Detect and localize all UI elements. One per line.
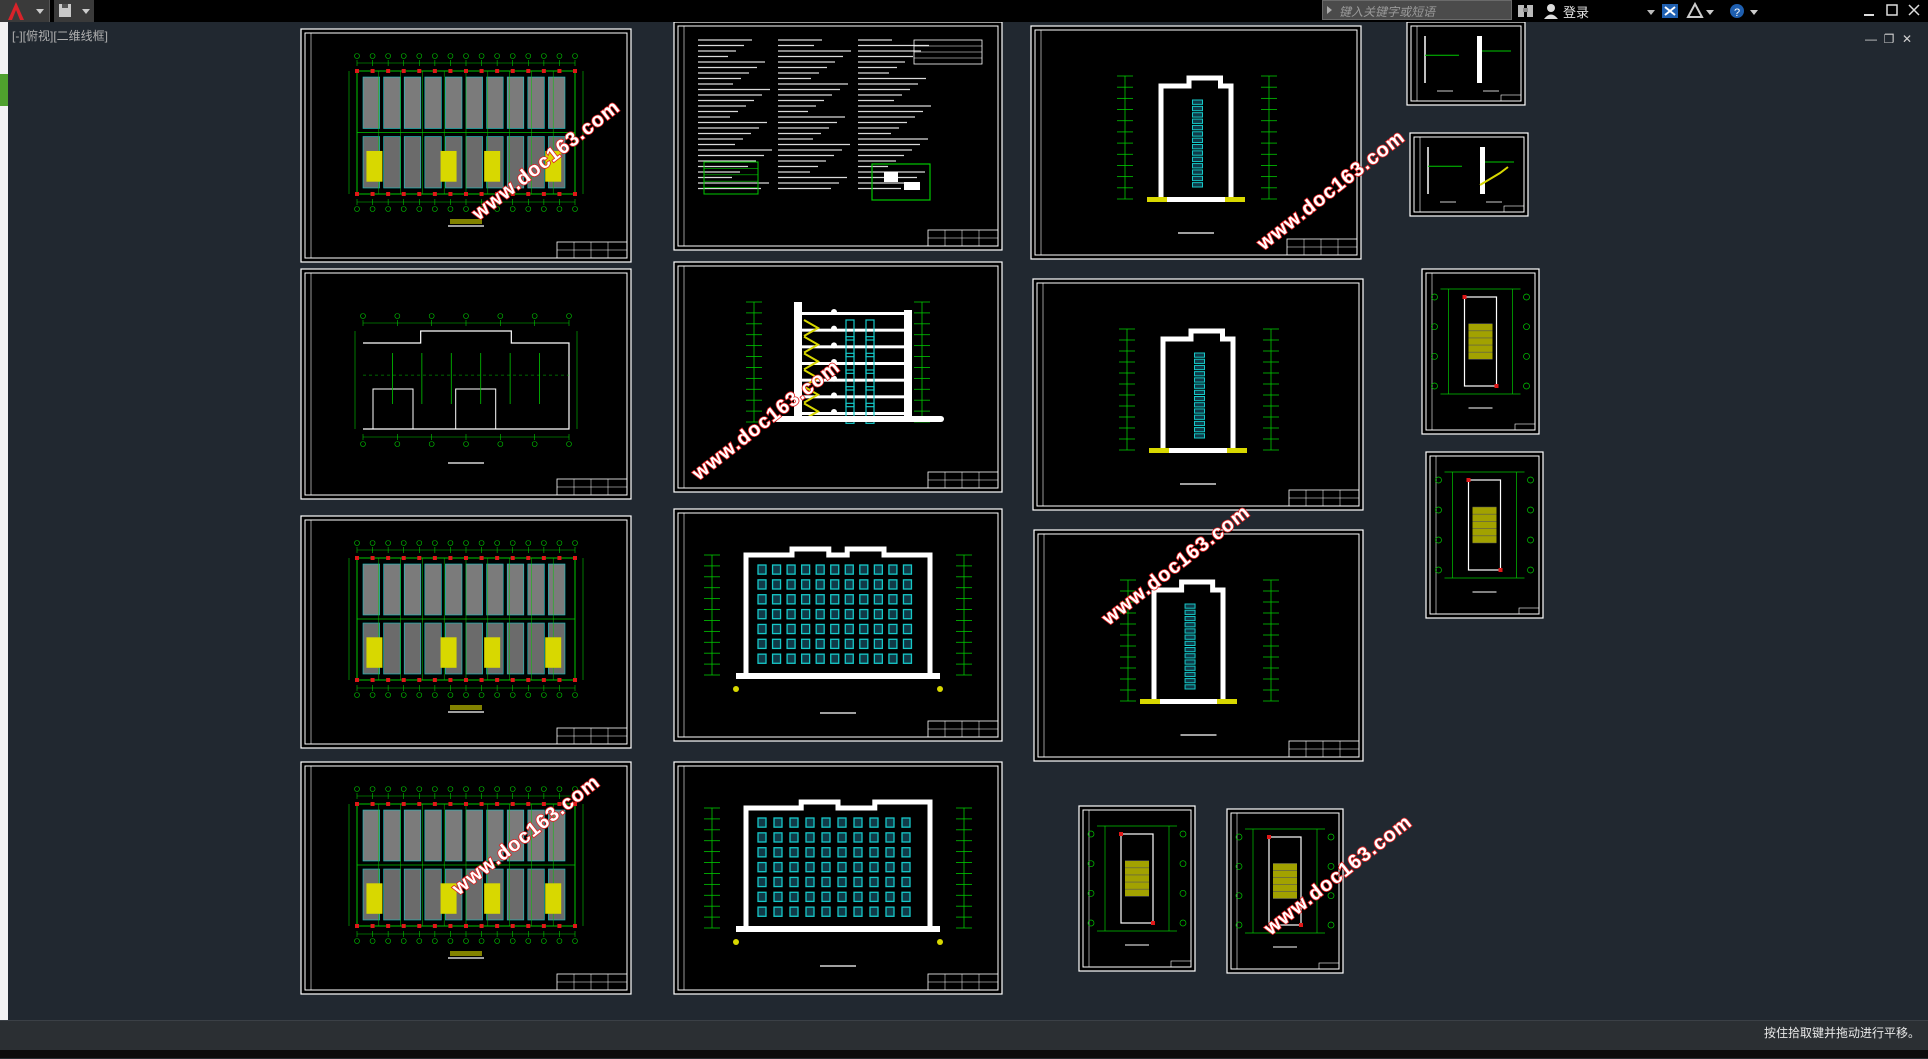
sheet-side-elevation-c[interactable] — [1033, 529, 1364, 762]
application-menu-button[interactable] — [0, 0, 50, 22]
save-icon — [59, 4, 90, 17]
sheet-floor-plan-1[interactable] — [300, 28, 632, 263]
user-icon — [1544, 4, 1558, 19]
app-window-controls — [1864, 4, 1920, 16]
search-placeholder: 键入关键字或短语 — [1339, 5, 1436, 19]
sheet-stair-detail-1[interactable] — [1421, 268, 1540, 435]
sheet-detail-2[interactable] — [1409, 132, 1529, 217]
sheet-detail-1[interactable] — [1406, 21, 1526, 106]
sheet-design-notes[interactable] — [673, 21, 1003, 251]
sheet-stair-detail-3[interactable] — [1078, 805, 1196, 972]
status-message: 按住拾取键并拖动进行平移。 — [1763, 1026, 1920, 1040]
chevron-down-icon[interactable] — [1644, 2, 1658, 20]
ribbon-edge-accent — [0, 74, 8, 106]
quick-access-save-button[interactable] — [54, 0, 94, 22]
sheet-floor-plan-2[interactable] — [300, 515, 632, 749]
app-minimize-button[interactable] — [1864, 14, 1874, 16]
app-maximize-button[interactable] — [1886, 4, 1898, 16]
sheet-stair-detail-2[interactable] — [1425, 451, 1544, 619]
drawing-window-controls: — ❐ ✕ — [1862, 30, 1924, 46]
sheet-rear-elevation[interactable] — [673, 761, 1003, 995]
expand-arrow-icon — [1327, 6, 1332, 14]
restore-button[interactable]: ❐ — [1883, 32, 1895, 46]
sheet-stair-detail-4[interactable] — [1226, 808, 1344, 974]
autocad-logo-icon — [8, 2, 44, 20]
sheet-roof-plan[interactable] — [300, 268, 632, 500]
app-close-button[interactable] — [1908, 4, 1920, 16]
status-bar-bottom — [0, 1050, 1928, 1058]
svg-text:?: ? — [1734, 7, 1740, 19]
connect-icon[interactable] — [1686, 2, 1716, 20]
help-icon[interactable]: ? — [1728, 2, 1760, 20]
close-button[interactable]: ✕ — [1901, 32, 1913, 46]
ribbon-edge — [0, 22, 8, 1058]
title-bar: 键入关键字或短语 登录 ? — [0, 0, 1928, 22]
login-link[interactable]: 登录 — [1563, 5, 1590, 20]
minimize-button[interactable]: — — [1865, 32, 1877, 46]
viewport-controls[interactable]: [-][俯视][二维线框] — [12, 29, 109, 43]
sheet-side-elevation-a[interactable] — [1030, 25, 1362, 260]
sheet-floor-plan-3[interactable] — [300, 761, 632, 995]
exchange-icon[interactable] — [1660, 2, 1682, 20]
binoculars-icon[interactable] — [1516, 2, 1536, 20]
search-input[interactable]: 键入关键字或短语 — [1322, 0, 1512, 20]
sheet-section-1[interactable] — [673, 261, 1003, 493]
sheet-front-elevation[interactable] — [673, 508, 1003, 742]
sheet-side-elevation-b[interactable] — [1032, 278, 1364, 511]
